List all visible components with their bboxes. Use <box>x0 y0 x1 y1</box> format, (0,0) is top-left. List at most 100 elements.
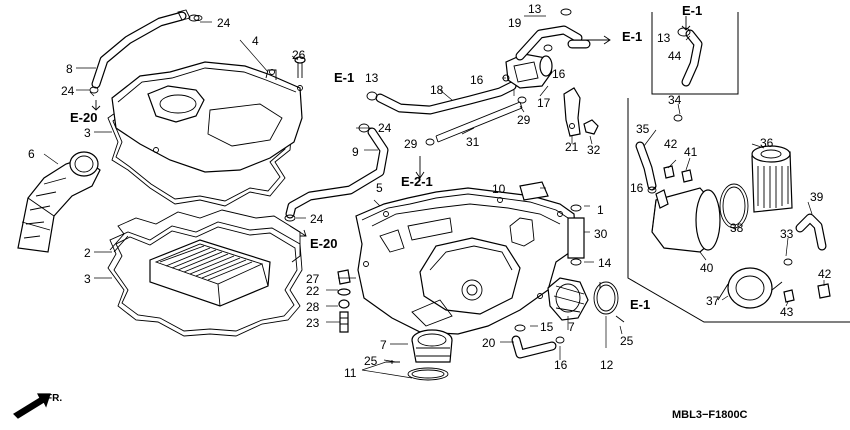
callout-28: 28 <box>306 300 320 314</box>
callout-7: 7 <box>380 338 387 352</box>
ref-e1-top: E-1 <box>622 29 642 44</box>
callout-4: 4 <box>252 34 259 48</box>
callout-14: 14 <box>598 256 612 270</box>
callout-19: 19 <box>508 16 522 30</box>
callout-18: 18 <box>430 83 444 97</box>
air-cleaner-cover <box>111 61 303 173</box>
callout-13: 13 <box>365 71 379 85</box>
callout-24: 24 <box>378 121 392 135</box>
bolt-41-42 <box>663 165 693 183</box>
callout-24: 24 <box>310 212 324 226</box>
callout-17: 17 <box>537 96 551 110</box>
front-direction-arrow <box>13 393 51 419</box>
callout-26: 26 <box>292 48 306 62</box>
callout-10: 10 <box>492 182 506 196</box>
clamps-right <box>647 114 683 194</box>
callout-41: 41 <box>684 145 698 159</box>
air-funnel-6 <box>17 151 101 253</box>
hose-44 <box>677 27 703 87</box>
o-ring-38 <box>719 183 749 229</box>
bracket-21 <box>563 87 581 137</box>
callout-labels: 24 4 8 24 E-20 3 6 2 3 26 E-1 13 24 9 24… <box>28 2 832 421</box>
screw-26 <box>294 56 306 78</box>
boot-7-left <box>411 329 453 363</box>
callout-20: 20 <box>482 336 496 350</box>
separator-body <box>651 187 721 253</box>
inset-frame <box>651 12 739 95</box>
callout-2: 2 <box>84 246 91 260</box>
callout-1: 1 <box>597 203 604 217</box>
right-group-frame <box>627 98 850 323</box>
callout-16: 16 <box>630 181 644 195</box>
callout-15: 15 <box>540 320 554 334</box>
hose-8 <box>91 9 191 89</box>
ref-e1-inset: E-1 <box>682 3 702 18</box>
callout-36: 36 <box>760 136 774 150</box>
hose-35 <box>635 141 657 191</box>
callout-13: 13 <box>657 31 671 45</box>
callout-24: 24 <box>61 84 75 98</box>
ref-e1-left: E-1 <box>334 70 354 85</box>
ref-e21: E-2-1 <box>401 174 433 189</box>
boot-7-right <box>547 277 589 321</box>
plate-10 <box>519 181 549 201</box>
drain-hose-30 <box>567 204 585 266</box>
callout-11: 11 <box>344 366 357 380</box>
callout-29: 29 <box>404 137 418 151</box>
ref-e20-top: E-20 <box>70 110 97 125</box>
callout-3: 3 <box>84 272 91 286</box>
callout-5: 5 <box>376 181 383 195</box>
clamp-29 <box>425 96 527 146</box>
callout-32: 32 <box>587 143 601 157</box>
bolt-32 <box>583 119 599 135</box>
front-label: FR. <box>46 393 62 404</box>
gasket-lower-outer <box>107 221 303 337</box>
callout-7: 7 <box>568 320 575 334</box>
band-11 <box>386 360 449 381</box>
callout-29: 29 <box>517 113 531 127</box>
arrows <box>91 16 691 288</box>
pair-valve-17 <box>502 53 553 89</box>
hose-19 <box>515 8 591 61</box>
air-filter-element <box>149 239 271 307</box>
hose-18 <box>366 81 517 115</box>
hose-39 <box>795 213 827 251</box>
hose-20 <box>511 324 565 359</box>
callout-37: 37 <box>706 294 720 308</box>
callout-16: 16 <box>470 73 484 87</box>
callout-33: 33 <box>780 227 794 241</box>
callout-3: 3 <box>84 126 91 140</box>
callout-16: 16 <box>552 67 566 81</box>
clamp-24-top <box>188 14 203 22</box>
callout-25: 25 <box>620 334 634 348</box>
screw-stack <box>337 269 351 333</box>
callout-30: 30 <box>594 227 608 241</box>
callout-44: 44 <box>668 49 682 63</box>
ref-e20-bottom: E-20 <box>310 236 337 251</box>
callout-42: 42 <box>818 267 832 281</box>
callout-39: 39 <box>810 190 824 204</box>
callout-21: 21 <box>565 140 579 154</box>
callout-38: 38 <box>730 221 744 235</box>
filter-36 <box>751 145 793 213</box>
band-12 <box>593 281 625 323</box>
ref-e1-right: E-1 <box>630 297 650 312</box>
callout-25: 25 <box>364 354 378 368</box>
callout-12: 12 <box>600 358 614 372</box>
callout-42: 42 <box>664 137 678 151</box>
leader-lines <box>43 15 825 379</box>
fasteners-right <box>783 258 831 303</box>
hose-9 <box>284 123 389 222</box>
callout-31: 31 <box>466 135 480 149</box>
callout-9: 9 <box>352 145 359 159</box>
callout-34: 34 <box>668 93 682 107</box>
callout-22: 22 <box>306 284 320 298</box>
callout-13: 13 <box>528 2 542 16</box>
drawing-code: MBL3−F1800C <box>672 409 748 421</box>
callout-6: 6 <box>28 147 35 161</box>
callout-43: 43 <box>780 305 794 319</box>
cover-37 <box>717 267 783 309</box>
callout-23: 23 <box>306 316 320 330</box>
